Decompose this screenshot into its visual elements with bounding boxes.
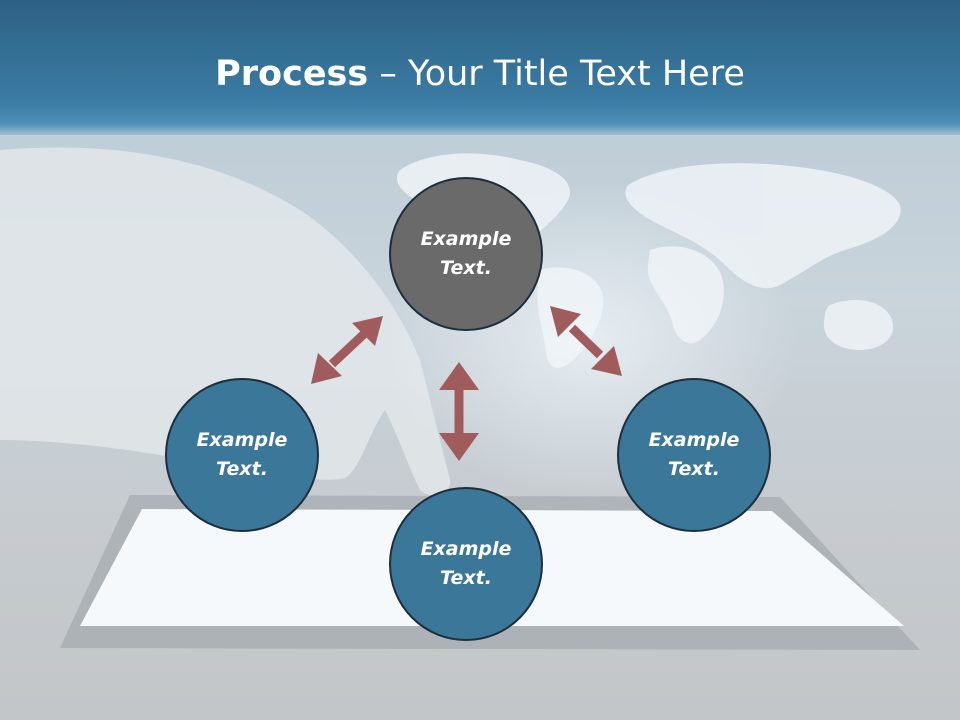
process-node-right[interactable]: Example Text.: [617, 378, 771, 532]
arrow-top-right: [550, 306, 622, 376]
node-label: Example Text.: [420, 228, 512, 279]
arrow-top-left: [311, 316, 383, 384]
arrow-vertical: [439, 362, 479, 461]
node-label: Example Text.: [420, 538, 512, 589]
node-label: Example Text.: [648, 429, 740, 480]
process-node-top[interactable]: Example Text.: [389, 177, 543, 331]
title-bold-part: Process: [215, 54, 369, 94]
page-title: Process – Your Title Text Here: [0, 52, 960, 96]
title-rest-part: – Your Title Text Here: [368, 54, 745, 94]
hand-silhouette: [0, 147, 451, 496]
process-node-left[interactable]: Example Text.: [165, 378, 319, 532]
process-node-bottom[interactable]: Example Text.: [389, 487, 543, 641]
title-bar: [0, 0, 960, 135]
node-label: Example Text.: [196, 429, 288, 480]
